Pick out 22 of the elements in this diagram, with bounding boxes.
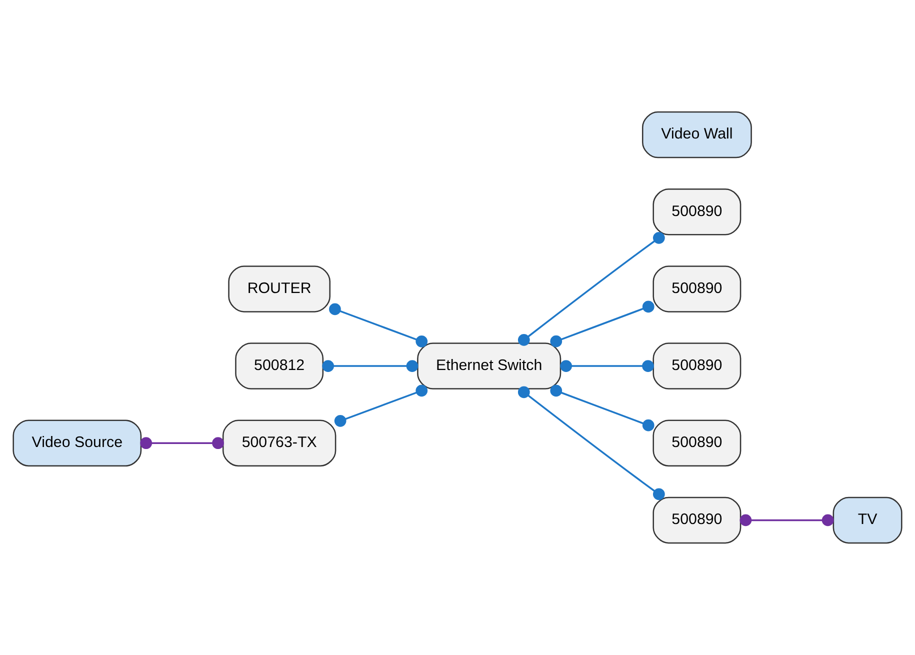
node-box: 500812: [235, 342, 324, 390]
connector: [140, 437, 224, 450]
node-box: 500890: [652, 266, 742, 312]
node-box: Video Source: [12, 420, 142, 466]
node-box: 500890: [652, 188, 742, 236]
connector: [550, 300, 654, 348]
connector: [550, 384, 654, 432]
node-box: 500890: [652, 496, 742, 544]
node-box: 500890: [652, 342, 742, 390]
node-box: 500763-TX: [222, 420, 336, 466]
node-box: ROUTER: [228, 266, 330, 312]
connector: [518, 232, 665, 346]
node-box: Video Wall: [642, 111, 752, 158]
connector: [334, 384, 428, 427]
node-box: TV: [832, 496, 902, 544]
connector: [740, 514, 834, 526]
connector: [518, 386, 665, 500]
connector: [329, 303, 428, 348]
connector: [322, 360, 418, 372]
connector: [560, 360, 654, 372]
node-box: 500890: [652, 420, 742, 466]
node-box: Ethernet Switch: [417, 342, 562, 390]
